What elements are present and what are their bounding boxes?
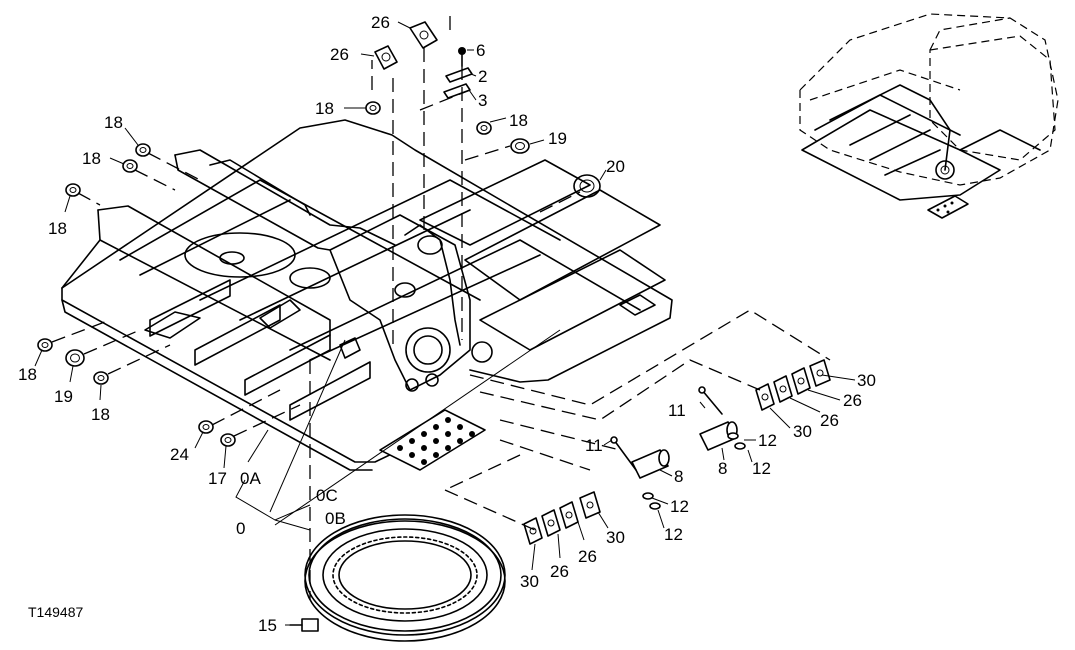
callout-18: 18 [91,405,110,424]
main-frame [61,119,673,471]
callout-15: 15 [258,616,277,635]
callout-17: 17 [208,469,227,488]
callout-26: 26 [820,411,839,430]
callout-0: 0 [236,519,245,538]
callout-3: 3 [478,91,487,110]
callout-12: 12 [758,431,777,450]
callout-18: 18 [18,365,37,384]
callout-11: 11 [668,401,686,420]
callout-19: 19 [54,387,73,406]
callout-12: 12 [752,459,771,478]
callout-18: 18 [82,149,101,168]
callout-30: 30 [857,371,876,390]
machine-inset [799,13,1059,219]
callout-18: 18 [509,111,528,130]
callout-20: 20 [606,157,625,176]
figure-code: T149487 [28,604,83,620]
callout-26: 26 [330,45,349,64]
callout-0C: 0C [316,486,338,505]
callout-6: 6 [476,41,485,60]
callout-30: 30 [793,422,812,441]
callout-12: 12 [664,525,683,544]
swing-bearing [304,514,506,642]
callout-30: 30 [606,528,625,547]
callout-8: 8 [718,459,727,478]
callout-30: 30 [520,572,539,591]
callout-0A: 0A [240,469,261,488]
callout-8: 8 [674,467,683,486]
callout-11: 11 [585,436,603,455]
callout-12: 12 [670,497,689,516]
callout-labels: 26 26 6 2 3 18 18 19 18 18 18 20 18 19 1… [18,13,876,635]
step-holes [397,417,475,465]
callout-26: 26 [550,562,569,581]
callout-18: 18 [315,99,334,118]
callout-19: 19 [548,129,567,148]
callout-18: 18 [48,219,67,238]
hardware-parts [37,21,831,632]
callout-26: 26 [371,13,390,32]
callout-18: 18 [104,113,123,132]
assembly-lines [51,16,831,600]
callout-26: 26 [578,547,597,566]
callout-0B: 0B [325,509,346,528]
callout-2: 2 [478,67,487,86]
callout-24: 24 [170,445,189,464]
leader-lines [34,21,856,626]
callout-26: 26 [843,391,862,410]
